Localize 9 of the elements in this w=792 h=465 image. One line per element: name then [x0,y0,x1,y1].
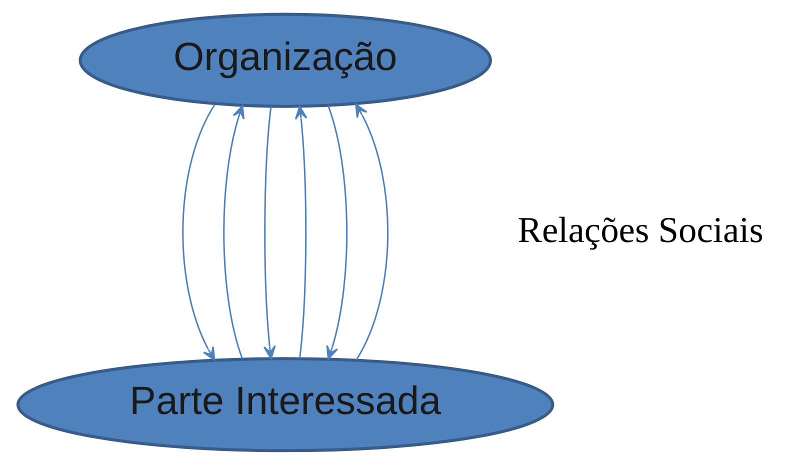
node-ellipse: Organização [78,12,492,108]
node-ellipse: Parte Interessada [16,357,554,452]
arrow [326,106,348,360]
arrow [222,105,244,360]
arrow [294,106,307,359]
arrow [262,106,276,360]
arrow [182,104,216,361]
label: Relações Sociais [517,210,763,250]
arrow [354,104,388,360]
